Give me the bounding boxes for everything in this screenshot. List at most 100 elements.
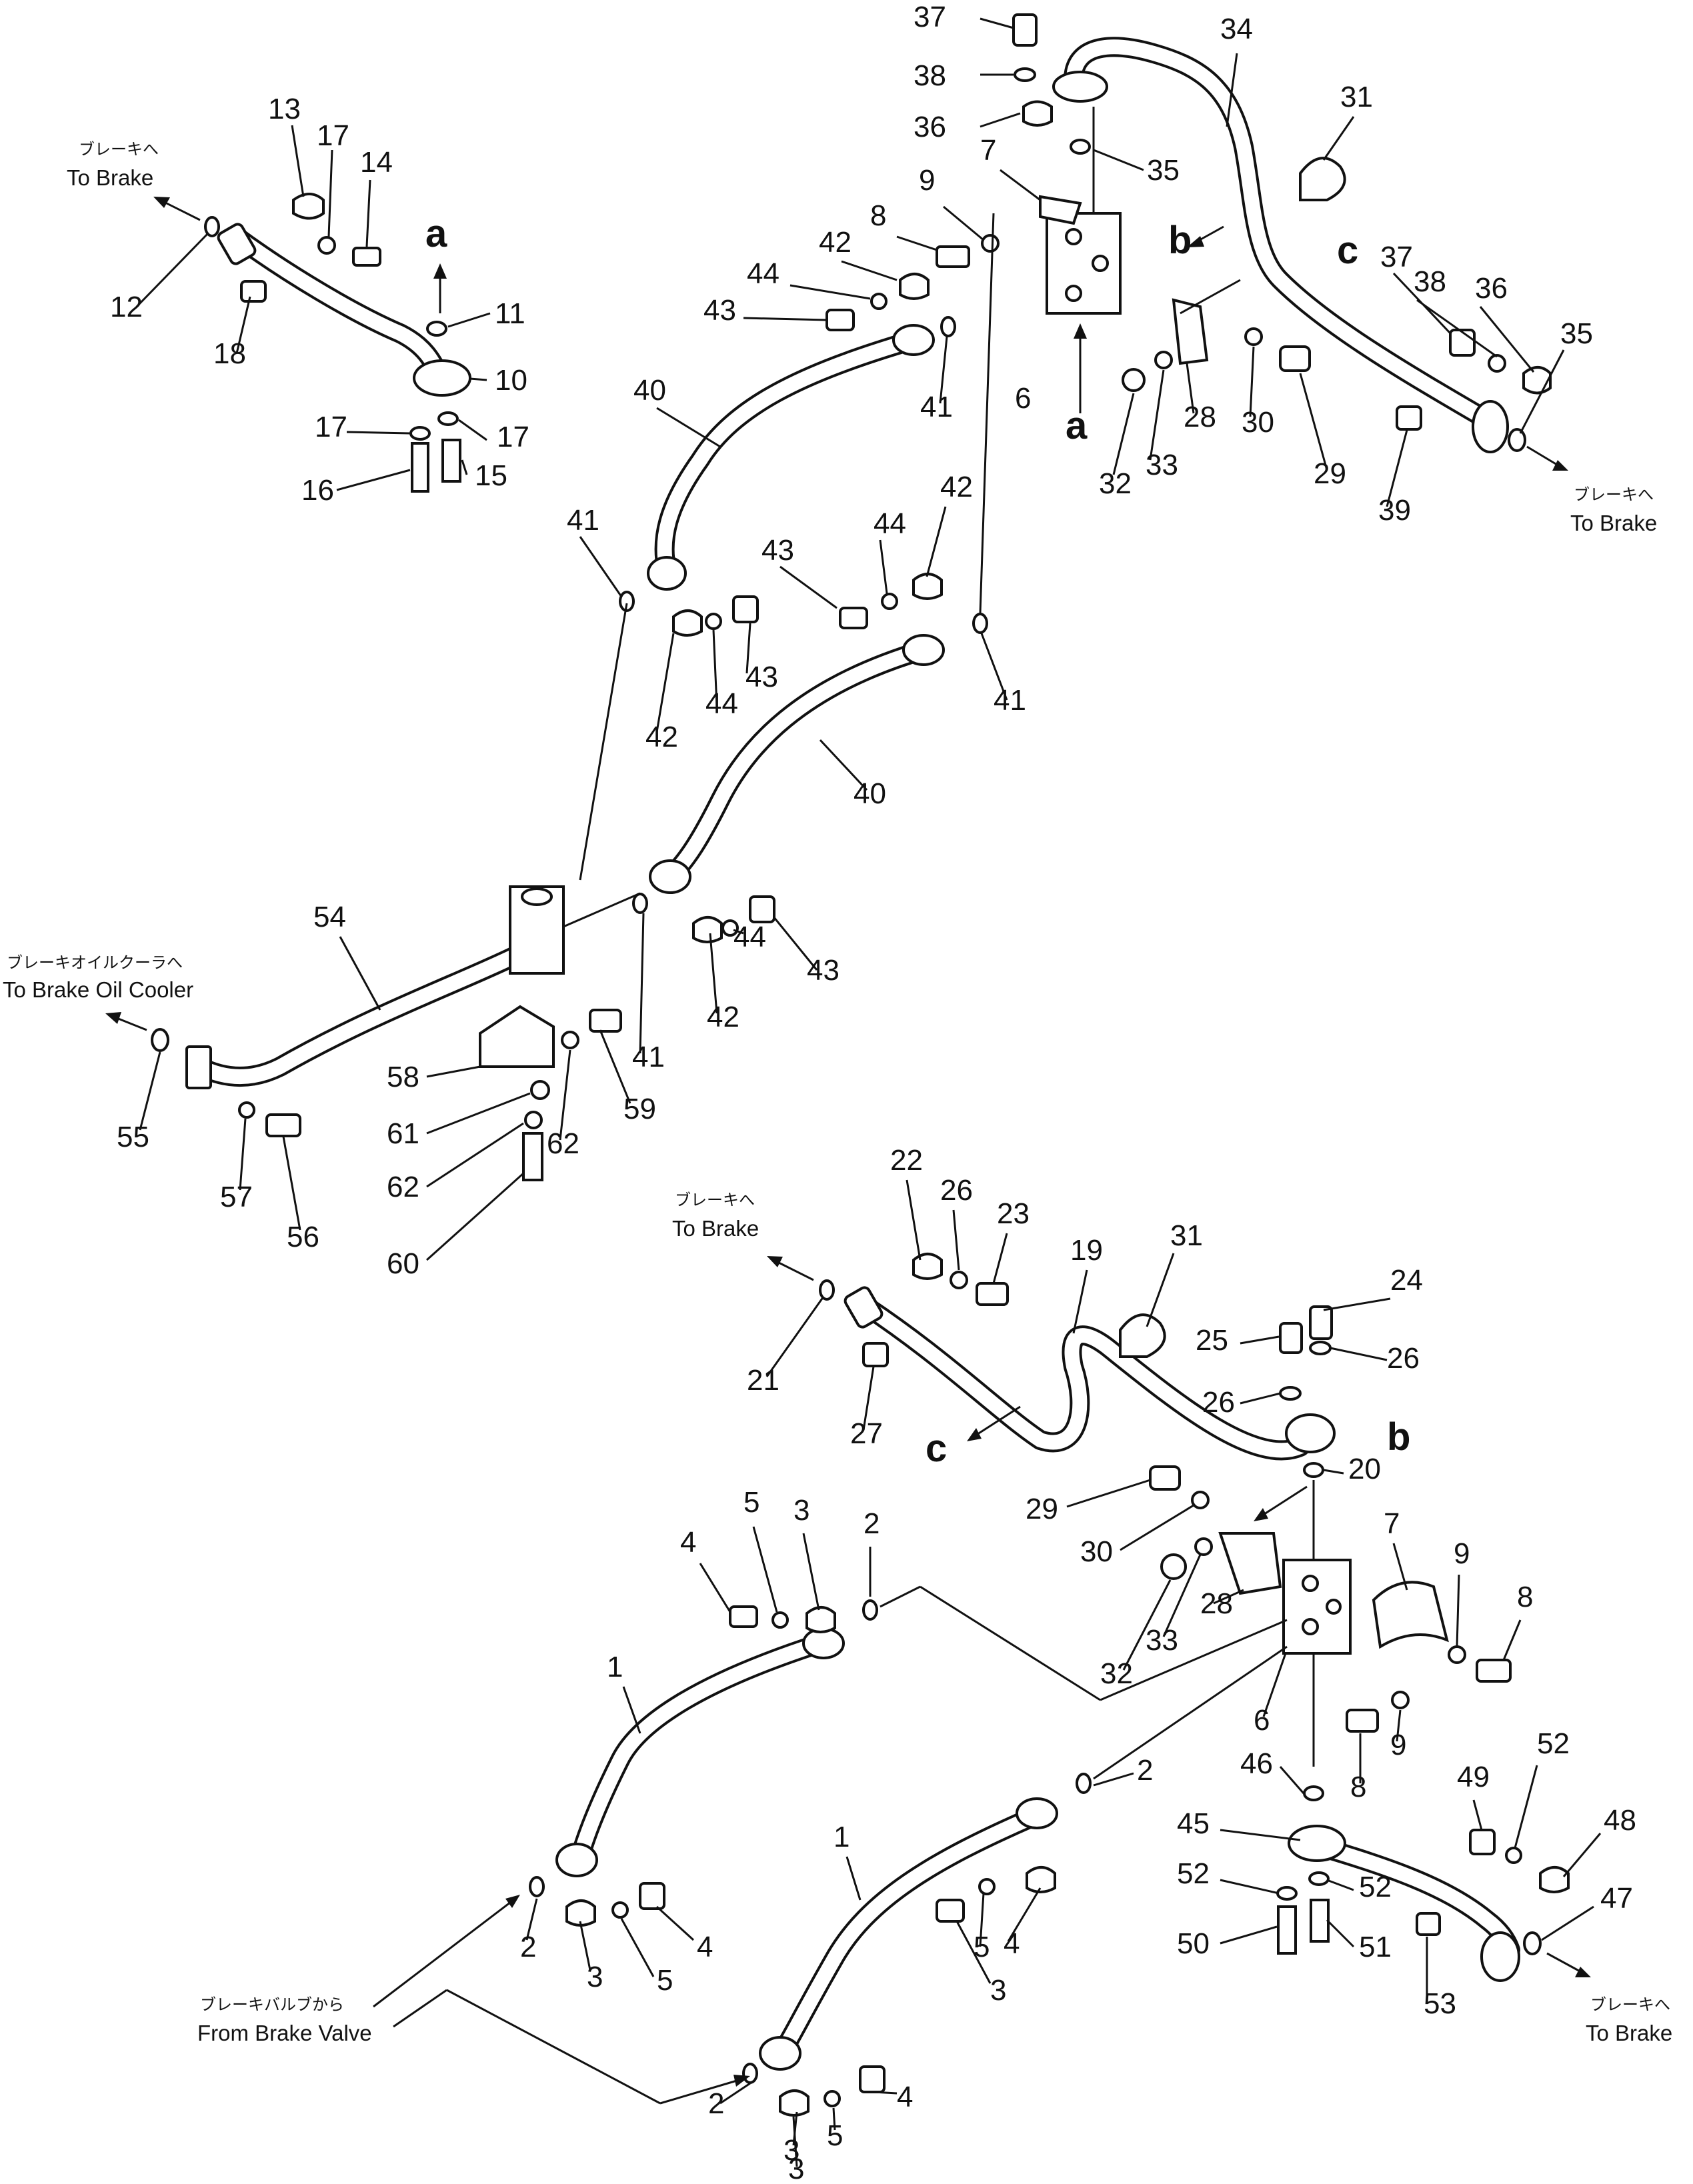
part-number-3: 3 xyxy=(793,1494,809,1527)
callout-leader-18 xyxy=(235,296,251,354)
part-number-52: 52 xyxy=(1359,1871,1392,1903)
callout-leader-16 xyxy=(336,469,411,491)
part-number-2: 2 xyxy=(520,1931,536,1963)
bolt-4-a xyxy=(729,1605,758,1628)
callout-leader-5 xyxy=(979,1893,985,1947)
part-number-51: 51 xyxy=(1359,1931,1392,1963)
part-number-26: 26 xyxy=(940,1174,973,1207)
part-number-33: 33 xyxy=(1146,1624,1178,1657)
bolt-49 xyxy=(1469,1829,1496,1855)
callout-leader-57 xyxy=(239,1118,247,1191)
part-number-33: 33 xyxy=(1146,449,1178,481)
block-10 xyxy=(413,359,471,397)
part-number-43: 43 xyxy=(703,294,736,327)
part-number-47: 47 xyxy=(1600,1882,1633,1915)
callout-leader-42 xyxy=(841,260,898,281)
callout-leader-6 xyxy=(1262,1653,1287,1717)
callout-leader-29 xyxy=(1066,1479,1151,1508)
bracket-7-bottom xyxy=(1372,1581,1449,1649)
part-number-60: 60 xyxy=(387,1247,419,1280)
hose-1-lower-fitting-top xyxy=(1016,1797,1058,1829)
bracket-28-bottom xyxy=(1218,1532,1282,1595)
callout-leader-44 xyxy=(712,629,718,706)
washer-38-right xyxy=(1488,354,1506,373)
washer-62-b xyxy=(561,1031,579,1049)
part-number-52: 52 xyxy=(1177,1857,1210,1890)
part-number-44: 44 xyxy=(733,921,766,953)
callout-leader-46 xyxy=(1279,1766,1305,1794)
hose-40-upper-fitting-bottom xyxy=(647,556,687,591)
washer-5-b xyxy=(611,1901,629,1919)
part-number-4: 4 xyxy=(897,2081,913,2113)
callout-leader-2 xyxy=(1093,1772,1134,1787)
clamp-3-b xyxy=(565,1899,596,1927)
part-number-1: 1 xyxy=(607,1651,623,1683)
washer-26-c xyxy=(1279,1386,1302,1401)
o-ring-47 xyxy=(1523,1931,1542,1955)
callout-leader-26 xyxy=(1240,1392,1281,1405)
o-ring-41-a xyxy=(940,316,956,337)
callout-leader-14 xyxy=(365,179,371,247)
part-number-41: 41 xyxy=(920,391,953,423)
washer-44-d xyxy=(721,919,739,937)
part-number-24: 24 xyxy=(1390,1264,1423,1297)
callout-leader-60 xyxy=(425,1172,525,1261)
callout-leader-23 xyxy=(992,1233,1008,1284)
callout-leader-43 xyxy=(779,565,837,609)
washer-17a xyxy=(317,236,336,255)
clamp-42-d xyxy=(692,916,723,943)
clamp-36-right xyxy=(1522,366,1552,395)
callout-leader-5 xyxy=(832,2107,836,2131)
callout-leader-55 xyxy=(139,1051,161,1131)
callout-leader-41 xyxy=(939,336,948,404)
callout-leader-37 xyxy=(980,17,1014,29)
clamp-42-c xyxy=(912,573,943,600)
plug-39 xyxy=(1396,405,1422,431)
washer-33-bottom xyxy=(1194,1537,1213,1556)
part-number-16: 16 xyxy=(301,474,334,507)
label-brake-middle-jp: ブレーキへ xyxy=(675,1191,755,1209)
nut-32-top xyxy=(1122,368,1146,392)
callout-leader-34 xyxy=(1226,53,1238,127)
o-ring-2-a xyxy=(862,1599,878,1621)
washer-52-a xyxy=(1505,1847,1522,1864)
clamp-13 xyxy=(292,193,325,220)
o-ring-20 xyxy=(1303,1462,1324,1478)
callout-leader-41 xyxy=(980,633,1008,701)
bolt-14 xyxy=(352,247,381,267)
washer-44-c xyxy=(881,593,898,610)
flange-34-top xyxy=(1052,71,1108,103)
part-number-6: 6 xyxy=(1015,382,1031,415)
hose-1-upper xyxy=(529,1585,1288,1927)
nut-32-bottom xyxy=(1160,1553,1187,1580)
callout-leader-24 xyxy=(1323,1297,1391,1311)
letter-c-top: c xyxy=(1337,229,1358,272)
pipe-54-assembly xyxy=(105,885,641,1181)
part-number-58: 58 xyxy=(387,1061,419,1093)
part-number-11: 11 xyxy=(495,297,525,330)
callout-leader-22 xyxy=(906,1179,922,1261)
washer-38-top xyxy=(1014,67,1036,82)
part-number-45: 45 xyxy=(1177,1807,1210,1840)
callout-leader-17 xyxy=(346,431,411,435)
callout-leader-44 xyxy=(789,284,871,300)
label-brake-top-left-jp: ブレーキへ xyxy=(79,140,159,159)
callout-leader-27 xyxy=(862,1366,875,1431)
label-brake-oil-cooler-jp: ブレーキオイルクーラへ xyxy=(7,953,183,972)
part-number-17: 17 xyxy=(317,119,349,152)
bolt-50 xyxy=(1277,1905,1297,1955)
callout-leader-21 xyxy=(765,1296,825,1377)
part-number-41: 41 xyxy=(567,504,599,537)
callout-leader-42 xyxy=(926,506,947,577)
callout-leader-28 xyxy=(1186,363,1195,414)
bolt-51 xyxy=(1310,1899,1330,1943)
bolt-24 xyxy=(1309,1305,1333,1340)
callout-leader-48 xyxy=(1562,1833,1602,1877)
part-number-42: 42 xyxy=(819,226,852,259)
clamp-42-a xyxy=(899,273,930,300)
part-number-38: 38 xyxy=(1414,265,1446,298)
callout-leader-45 xyxy=(1220,1829,1301,1841)
callout-leader-8 xyxy=(1502,1619,1522,1661)
callout-leader-20 xyxy=(1323,1469,1344,1475)
